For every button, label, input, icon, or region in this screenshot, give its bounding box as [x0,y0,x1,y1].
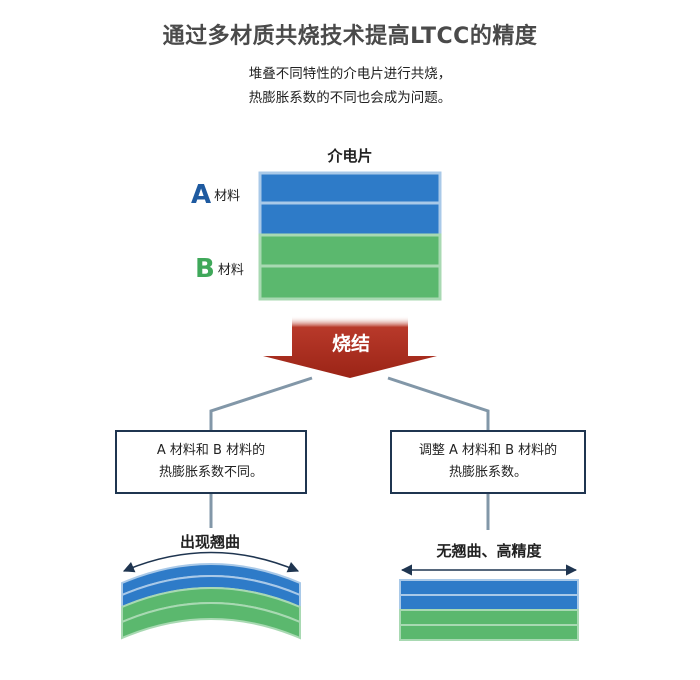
material-a-letter: A [191,180,212,210]
flat-stack [399,564,579,641]
connector-lines [209,376,490,530]
subtitle-line-1: 堆叠不同特性的介电片进行共烧， [248,66,452,82]
material-a-text: 材料 [214,189,241,204]
dielectric-stack [258,171,442,301]
flat-layer-b-1 [399,609,579,626]
sintering-label: 烧结 [331,333,370,355]
material-b-text: 材料 [217,263,244,278]
diagram-subtitle: 堆叠不同特性的介电片进行共烧， 热膨胀系数的不同也会成为问题。 [0,62,700,110]
layer-b-1 [258,233,442,269]
connector-right [387,376,490,430]
warped-layer-b-2 [121,602,301,640]
flat-layer-b-2 [399,624,579,641]
layer-a-2 [258,201,442,237]
flat-layer-a-2 [399,594,579,611]
left-result-box: A 材料和 B 材料的 热膨胀系数不同。 [115,430,307,494]
right-result-box: 调整 A 材料和 B 材料的 热膨胀系数。 [390,430,586,494]
warped-stack [121,551,301,640]
left-result-line-1: A 材料和 B 材料的 [156,443,266,458]
connector-left [209,376,313,430]
dielectric-sheet-label: 介电片 [327,147,373,165]
subtitle-line-2: 热膨胀系数的不同也会成为问题。 [248,90,452,106]
material-b-letter: B [195,254,215,284]
layer-b-2 [258,264,442,301]
no-warpage-caption: 无翘曲、高精度 [436,542,542,560]
left-result-line-2: 热膨胀系数不同。 [158,465,263,480]
diagram-title: 通过多材质共烧技术提高LTCC的精度 [162,24,538,49]
sintering-arrow [263,316,437,378]
right-result-line-1: 调整 A 材料和 B 材料的 [418,443,558,458]
flat-layer-a-1 [399,579,579,596]
layer-a-1 [258,171,442,207]
warp-curve-arrow [122,551,300,573]
right-result-line-2: 热膨胀系数。 [448,465,527,480]
warpage-caption: 出现翘曲 [179,533,240,551]
